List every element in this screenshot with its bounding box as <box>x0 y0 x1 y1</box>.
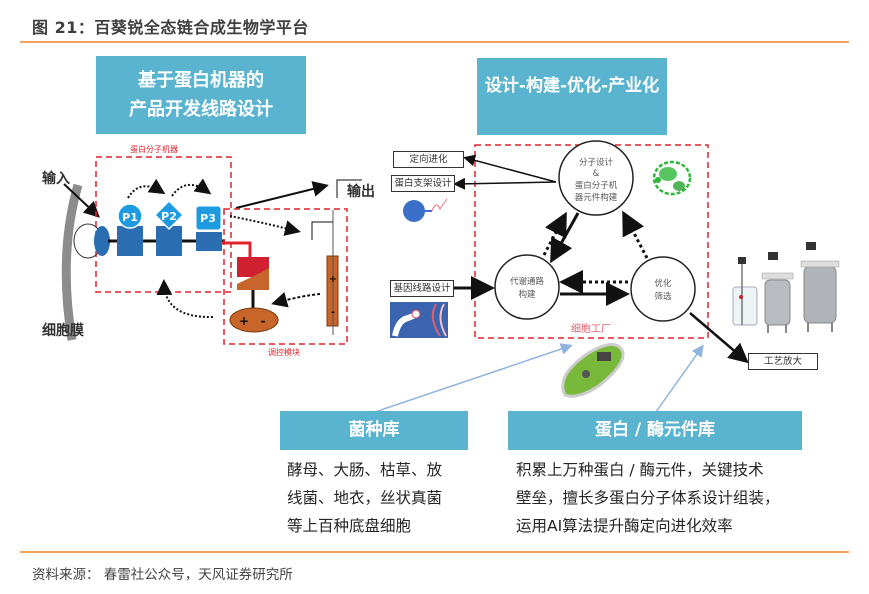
arrow-to-scale-up <box>689 312 749 364</box>
scaffold-peptide-icon <box>431 198 448 212</box>
node-optimize <box>630 256 696 322</box>
cell-factory-illustration-icon <box>561 343 625 398</box>
enzyme-library-line: 积累上万种蛋白 / 酶元件，关键技术 <box>516 461 764 479</box>
gene-circuit-label: 基因线路设计 <box>390 280 454 297</box>
left-banner: 基于蛋白机器的 产品开发线路设计 <box>96 56 306 134</box>
enzyme-library-link <box>655 344 704 413</box>
p1-label: P1 <box>122 211 138 224</box>
node-design <box>558 140 634 216</box>
p2-node <box>153 199 185 231</box>
node-design-line3: 蛋白分子机 <box>575 180 618 191</box>
promoter-feedback-arrow <box>271 292 321 308</box>
enzyme-library-line: 运用AI算法提升酶定向进化效率 <box>516 517 733 535</box>
node-pathway <box>494 254 560 320</box>
hop-arrow-1 <box>127 178 166 199</box>
p3-label: P3 <box>200 212 216 225</box>
charge-minus: - <box>261 314 266 328</box>
enzyme-library-body: 积累上万种蛋白 / 酶元件，关键技术 壁垒，擅长多蛋白分子体系设计组装， 运用A… <box>516 456 802 540</box>
figure-title: 图 21：百葵锐全态链合成生物学平台 <box>32 18 309 37</box>
cell-factory-label: 细胞工厂 <box>571 322 611 335</box>
protein-machine-box <box>95 156 232 293</box>
enzyme-library-title: 蛋白 / 酶元件库 <box>508 411 802 450</box>
arrow-pathway-to-design-dotted <box>542 211 567 256</box>
bioreactor-large-icon <box>800 242 840 332</box>
strain-library-body: 酵母、大肠、枯草、放 线菌、地衣，丝状真菌 等上百种底盘细胞 <box>287 456 467 540</box>
node-design-line1: 分子设计 <box>579 157 614 168</box>
arrow-optimize-to-design-dotted <box>622 210 649 259</box>
arrow-to-directed-evolution <box>463 154 557 183</box>
input-label: 输入 <box>42 170 70 187</box>
right-banner: 设计-构建-优化-产业化 <box>477 58 667 135</box>
receptor <box>94 226 110 256</box>
regulator-label: 调控模块 <box>268 347 300 357</box>
promoter-minus: - <box>331 307 335 318</box>
strain-library-line: 等上百种底盘细胞 <box>287 517 412 535</box>
p1-node <box>117 203 143 229</box>
protein-block-2 <box>156 226 182 256</box>
source-divider <box>20 551 849 553</box>
scaffold-design-label: 蛋白支架设计 <box>391 175 455 192</box>
node-pathway-line1: 代谢通路 <box>510 276 545 287</box>
node-design-line4: 器元件构建 <box>575 192 618 203</box>
promoter-plus: + <box>329 274 337 285</box>
node-pathway-line2: 构建 <box>518 289 536 300</box>
regulator-switch-top <box>237 257 269 277</box>
strain-library-line: 酵母、大肠、枯草、放 <box>287 461 443 479</box>
cell-factory-box <box>474 144 709 339</box>
strain-library-title: 菌种库 <box>280 411 468 450</box>
enzyme-structure-icon <box>652 160 692 196</box>
scaffold-protein-icon <box>403 200 425 222</box>
membrane-label: 细胞膜 <box>42 322 84 339</box>
output-bracket <box>336 179 362 198</box>
output-arrow <box>235 181 329 209</box>
arrow-to-scaffold-design <box>453 177 557 190</box>
figure-source: 资料来源： 春雷社公众号，天风证券研究所 <box>32 567 293 583</box>
title-divider <box>20 41 849 43</box>
input-arrow <box>63 183 100 218</box>
p3-node <box>195 205 222 231</box>
protein-block-1 <box>117 226 143 256</box>
cell-membrane <box>61 183 83 341</box>
p2-label: P2 <box>161 210 177 223</box>
red-wire <box>222 241 252 258</box>
node-optimize-line2: 筛选 <box>654 291 672 302</box>
charge-plus: + <box>239 314 249 328</box>
enzyme-library-line: 壁垒，擅长多蛋白分子体系设计组装， <box>516 489 780 507</box>
regulator-switch-bottom <box>237 268 269 290</box>
protein-machine-label: 蛋白分子机器 <box>130 144 178 154</box>
strain-library-link <box>374 343 573 413</box>
node-optimize-line1: 优化 <box>654 278 672 289</box>
hop-arrow-2 <box>171 178 212 197</box>
bioreactor-small-icon <box>732 257 758 326</box>
regulator-box <box>223 208 348 345</box>
left-banner-line2: 产品开发线路设计 <box>129 99 273 120</box>
promoter-bracket <box>311 210 334 240</box>
left-banner-line1: 基于蛋白机器的 <box>138 70 264 91</box>
strain-library-line: 线菌、地衣，丝状真菌 <box>287 489 443 507</box>
scale-up-label: 工艺放大 <box>748 353 818 370</box>
signal-arrow <box>229 215 301 236</box>
feedback-arrow <box>156 279 214 319</box>
regulator-charge <box>229 307 279 333</box>
output-label: 输出 <box>347 183 375 200</box>
arrow-design-to-pathway <box>550 212 580 264</box>
gene-editing-icon <box>390 302 448 338</box>
directed-evolution-label: 定向进化 <box>393 151 464 168</box>
node-design-line2: & <box>593 169 600 179</box>
protein-block-3 <box>196 232 222 251</box>
bioreactor-medium-icon <box>761 252 794 333</box>
